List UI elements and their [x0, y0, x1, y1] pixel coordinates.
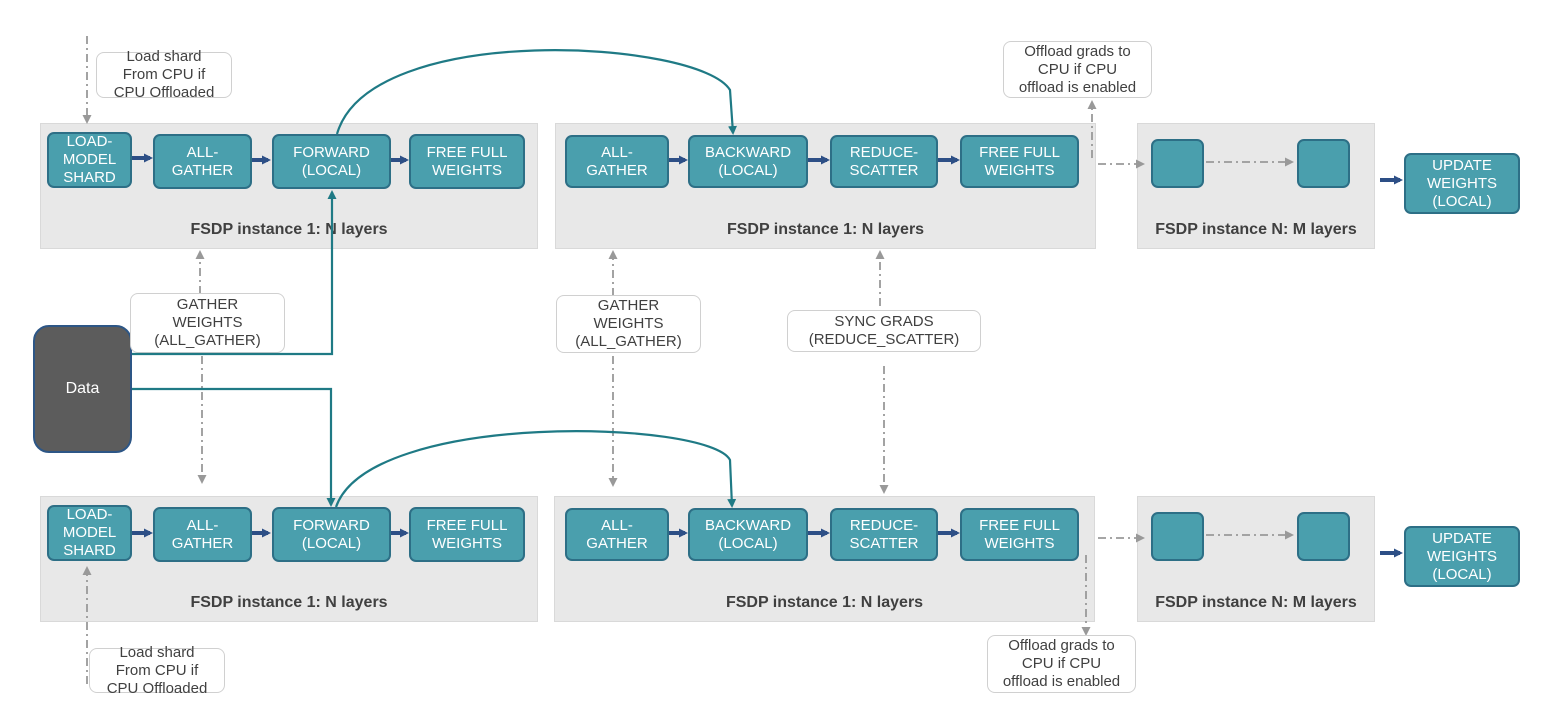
panel-label: FSDP instance N: M layers	[1155, 221, 1357, 238]
rank2-load-model-shard: LOAD- MODEL SHARD	[47, 505, 132, 561]
rank1-backward-local: BACKWARD (LOCAL)	[688, 135, 808, 188]
note-offload-grads-bottom: Offload grads to CPU if CPU offload is e…	[987, 635, 1136, 693]
rank2-update-weights-local: UPDATE WEIGHTS (LOCAL)	[1404, 526, 1520, 587]
rank1-free-full-weights-forward: FREE FULL WEIGHTS	[409, 134, 525, 189]
note-sync-grads: SYNC GRADS (REDUCE_SCATTER)	[787, 310, 981, 352]
note-offload-grads-top: Offload grads to CPU if CPU offload is e…	[1003, 41, 1152, 98]
rank1-all-gather-backward: ALL- GATHER	[565, 135, 669, 188]
rank2-instanceN-step-a	[1151, 512, 1204, 561]
rank2-all-gather-forward: ALL- GATHER	[153, 507, 252, 562]
rank2-all-gather-backward: ALL- GATHER	[565, 508, 669, 561]
note-load-shard-bottom: Load shard From CPU if CPU Offloaded	[89, 644, 225, 697]
rank1-load-model-shard: LOAD- MODEL SHARD	[47, 132, 132, 188]
rank1-forward-to-backward-arc	[335, 49, 738, 135]
rank2-free-full-weights-backward: FREE FULL WEIGHTS	[960, 508, 1079, 561]
rank1-all-gather-forward: ALL- GATHER	[153, 134, 252, 189]
rank2-instanceN-step-b	[1297, 512, 1350, 561]
panel-label: FSDP instance 1: N layers	[725, 594, 924, 611]
rank2-free-full-weights-forward: FREE FULL WEIGHTS	[409, 507, 525, 562]
rank2-backward-local: BACKWARD (LOCAL)	[688, 508, 808, 561]
data-node: Data	[33, 325, 132, 453]
rank2-forward-local: FORWARD (LOCAL)	[272, 507, 391, 562]
panel-label: FSDP instance N: M layers	[1155, 594, 1357, 611]
data-to-rank2-forward-line	[132, 387, 336, 507]
rank1-forward-local: FORWARD (LOCAL)	[272, 134, 391, 189]
rank1-instanceN-step-a	[1151, 139, 1204, 188]
rank1-reduce-scatter: REDUCE- SCATTER	[830, 135, 938, 188]
note-load-shard-top: Load shard From CPU if CPU Offloaded	[96, 48, 232, 101]
panel-label: FSDP instance 1: N layers	[190, 221, 388, 238]
note-gather-weights-middle: GATHER WEIGHTS (ALL_GATHER)	[556, 295, 701, 353]
panel-label: FSDP instance 1: N layers	[190, 594, 388, 611]
rank1-instanceN-step-b	[1297, 139, 1350, 188]
rank1-update-weights-local: UPDATE WEIGHTS (LOCAL)	[1404, 153, 1520, 214]
note-gather-weights-left: GATHER WEIGHTS (ALL_GATHER)	[130, 293, 285, 353]
rank1-free-full-weights-backward: FREE FULL WEIGHTS	[960, 135, 1079, 188]
panel-label: FSDP instance 1: N layers	[726, 221, 925, 238]
rank2-reduce-scatter: REDUCE- SCATTER	[830, 508, 938, 561]
